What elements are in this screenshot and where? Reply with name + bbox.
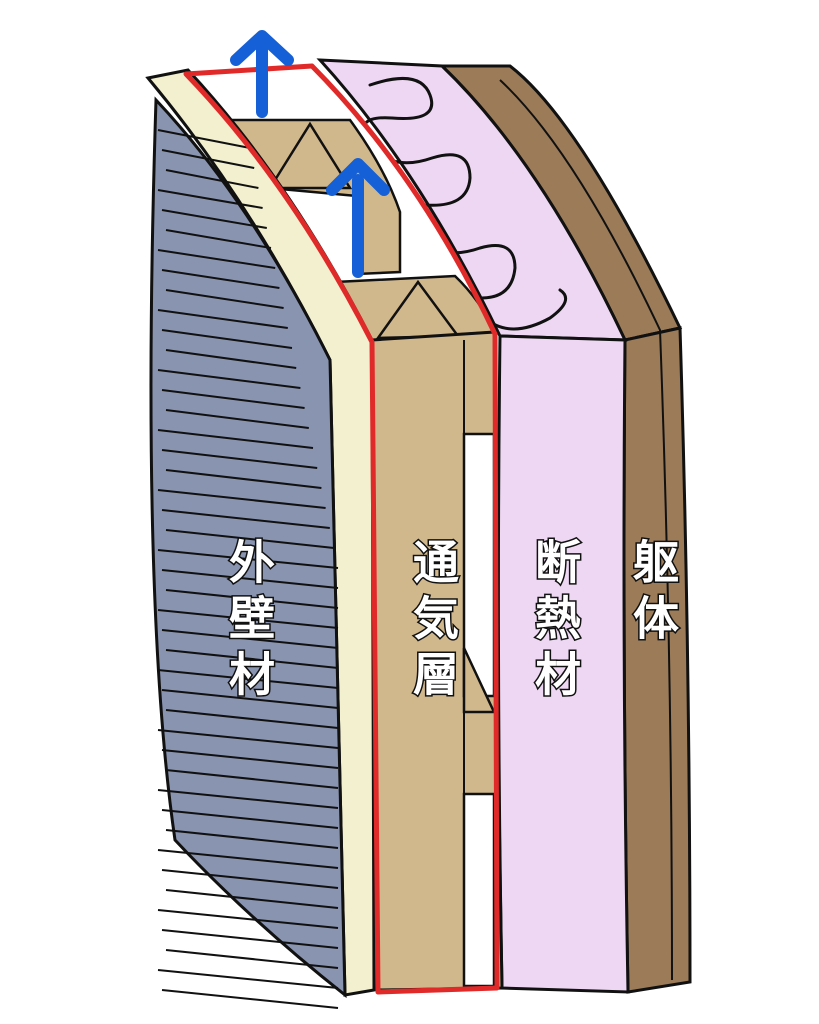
siding-line bbox=[157, 969, 339, 989]
siding-line bbox=[165, 349, 297, 369]
cladding-label: 外壁材 bbox=[221, 537, 278, 708]
siding-line bbox=[161, 989, 339, 1009]
siding-line bbox=[157, 429, 314, 449]
vent-gap-lower bbox=[462, 792, 496, 988]
siding-line bbox=[165, 649, 339, 669]
siding-line bbox=[165, 589, 339, 609]
vent-label: 通気層 bbox=[405, 537, 462, 708]
siding-line bbox=[157, 189, 263, 209]
siding-line bbox=[157, 129, 251, 149]
structure-label: 躯体 bbox=[625, 537, 682, 652]
airflow-arrows bbox=[230, 30, 390, 278]
siding-line bbox=[165, 889, 339, 909]
siding-line bbox=[161, 929, 339, 949]
siding-line bbox=[165, 229, 272, 249]
airflow-arrow-up-icon bbox=[230, 30, 294, 118]
siding-line bbox=[157, 549, 339, 569]
siding-line bbox=[165, 829, 339, 849]
siding-line bbox=[165, 529, 335, 549]
structure-layer bbox=[438, 64, 692, 994]
siding-line bbox=[161, 569, 339, 589]
cladding-siding-lines bbox=[157, 129, 339, 1009]
siding-line bbox=[165, 469, 322, 489]
sheathing-layer bbox=[145, 68, 376, 997]
siding-line bbox=[157, 489, 326, 509]
siding-line bbox=[165, 289, 284, 309]
siding-line bbox=[157, 789, 339, 809]
structure-edge-line bbox=[499, 79, 673, 981]
siding-line bbox=[161, 749, 339, 769]
siding-line bbox=[161, 329, 293, 349]
siding-line bbox=[161, 809, 339, 829]
siding-line bbox=[161, 869, 339, 889]
siding-line bbox=[165, 769, 339, 789]
siding-line bbox=[161, 629, 339, 649]
vent-batten-upper-roof bbox=[267, 121, 353, 190]
siding-line bbox=[161, 269, 280, 289]
vent-highlight-border bbox=[183, 63, 500, 995]
siding-line bbox=[161, 209, 267, 229]
siding-line bbox=[157, 909, 339, 929]
siding-line bbox=[161, 389, 305, 409]
siding-line bbox=[161, 509, 330, 529]
siding-line bbox=[161, 149, 255, 169]
siding-line bbox=[165, 409, 309, 429]
siding-line bbox=[157, 309, 288, 329]
siding-line bbox=[161, 689, 339, 709]
siding-line bbox=[165, 949, 339, 969]
siding-line bbox=[161, 449, 318, 469]
structure-front-face bbox=[622, 326, 692, 994]
siding-line bbox=[165, 709, 339, 729]
insulation-label: 断熱材 bbox=[527, 537, 584, 708]
siding-line bbox=[157, 609, 339, 629]
insulation-front-face bbox=[496, 334, 630, 994]
siding-line bbox=[165, 169, 259, 189]
insulation-layer bbox=[316, 58, 630, 994]
sheathing-strip bbox=[145, 68, 376, 997]
siding-line bbox=[157, 369, 301, 389]
vent-highlight-outline bbox=[183, 63, 500, 995]
siding-line bbox=[157, 729, 339, 749]
siding-line bbox=[157, 669, 339, 689]
airflow-arrow-up-icon bbox=[326, 158, 390, 278]
siding-line bbox=[157, 249, 276, 269]
siding-line bbox=[157, 849, 339, 869]
cladding-layer bbox=[149, 96, 347, 1009]
